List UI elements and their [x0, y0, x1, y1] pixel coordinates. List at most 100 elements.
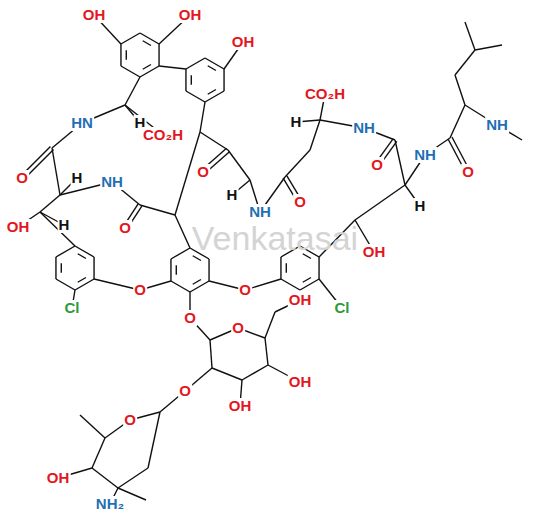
atom-label: H — [226, 187, 239, 203]
bond-line — [186, 58, 205, 69]
atom-label: H — [290, 114, 303, 130]
bond-line — [55, 257, 56, 279]
bond-line — [75, 279, 94, 290]
atom-label: O — [178, 383, 192, 399]
bond-line — [121, 66, 140, 77]
atom-label: OH — [288, 374, 313, 390]
bond-line — [148, 412, 160, 468]
atom-label: OH — [231, 34, 256, 50]
atom-label: H — [414, 198, 427, 214]
bond-line — [193, 280, 201, 285]
bond-line — [285, 150, 310, 177]
bond-line — [318, 257, 319, 279]
bond-line — [143, 65, 151, 70]
bond-line — [310, 120, 320, 150]
atom-label: NH — [413, 147, 437, 163]
atom-label: O — [461, 164, 475, 180]
atom-label: NH — [352, 120, 376, 136]
bond-line — [395, 140, 405, 185]
bond-line — [450, 105, 465, 138]
bond-line — [200, 102, 205, 132]
atom-label: O — [15, 170, 29, 186]
bond-line — [355, 185, 405, 220]
atom-label: O — [196, 164, 210, 180]
atom-label: Cl — [334, 300, 351, 316]
bond-line — [140, 66, 159, 77]
bond-line — [223, 69, 224, 91]
bond-line — [52, 148, 60, 195]
atom-label: OH — [46, 470, 71, 486]
bond-line — [186, 91, 205, 102]
bond-line — [303, 278, 311, 283]
atom-label: H — [58, 217, 71, 233]
bond-line — [92, 438, 105, 468]
bond-line — [208, 90, 216, 95]
atom-label: O — [123, 412, 137, 428]
bond-line — [120, 44, 121, 66]
atom-label: O — [238, 282, 252, 298]
atom-label: O — [231, 320, 245, 336]
bond-line — [200, 132, 228, 150]
atom-label: H — [71, 170, 84, 186]
bond-line — [93, 257, 94, 279]
bond-line — [191, 75, 192, 85]
atom-label: Cl — [64, 300, 81, 316]
bond-line — [118, 468, 148, 488]
atom-label: OH — [6, 219, 31, 235]
bond-line — [465, 22, 475, 50]
bond-line — [175, 215, 190, 248]
bond-line — [280, 257, 281, 279]
bond-line — [171, 248, 190, 259]
bond-line — [281, 279, 300, 290]
bond-line — [212, 368, 242, 380]
bond-line — [210, 340, 212, 368]
bond-line — [170, 259, 171, 281]
bond-line — [61, 263, 62, 273]
bond-line — [78, 278, 86, 283]
bond-line — [265, 338, 268, 365]
bond-line — [208, 66, 216, 71]
bond-line — [265, 312, 275, 338]
atom-label: HN — [70, 115, 94, 131]
atom-label: O — [133, 282, 147, 298]
bond-line — [242, 365, 268, 380]
watermark: Venkatasai — [192, 219, 358, 258]
bond-line — [208, 259, 209, 281]
bond-line — [56, 246, 75, 257]
bond-line — [92, 468, 118, 488]
atom-label: CO₂H — [142, 127, 184, 143]
bond-line — [56, 279, 75, 290]
bond-line — [125, 77, 140, 105]
atom-label: OH — [178, 7, 203, 23]
bond-line — [80, 415, 105, 438]
bond-line — [140, 205, 175, 215]
bond-line — [475, 45, 502, 50]
bond-line — [75, 246, 94, 257]
atom-label: O — [118, 220, 132, 236]
atom-label: OH — [82, 7, 107, 23]
bond-line — [205, 91, 224, 102]
bond-line — [455, 50, 475, 75]
atom-label: OH — [288, 292, 313, 308]
atom-label: NH — [248, 204, 272, 220]
bond-line — [121, 33, 140, 44]
bond-line — [286, 263, 287, 273]
bond-line — [455, 75, 465, 105]
bond-line — [300, 279, 319, 290]
atom-label: NH — [485, 117, 509, 133]
bond-line — [171, 281, 190, 292]
atom-label: CO₂H — [304, 86, 346, 102]
bond-line — [158, 44, 159, 66]
atom-label: NH — [100, 174, 124, 190]
atom-label: OH — [228, 398, 253, 414]
bond-line — [185, 69, 186, 91]
bond-line — [190, 281, 209, 292]
atom-label: O — [183, 310, 197, 326]
atom-label: OH — [362, 244, 387, 260]
atom-label: O — [293, 194, 307, 210]
bond-line — [40, 195, 60, 212]
bond-line — [176, 265, 177, 275]
bond-line — [78, 254, 86, 259]
